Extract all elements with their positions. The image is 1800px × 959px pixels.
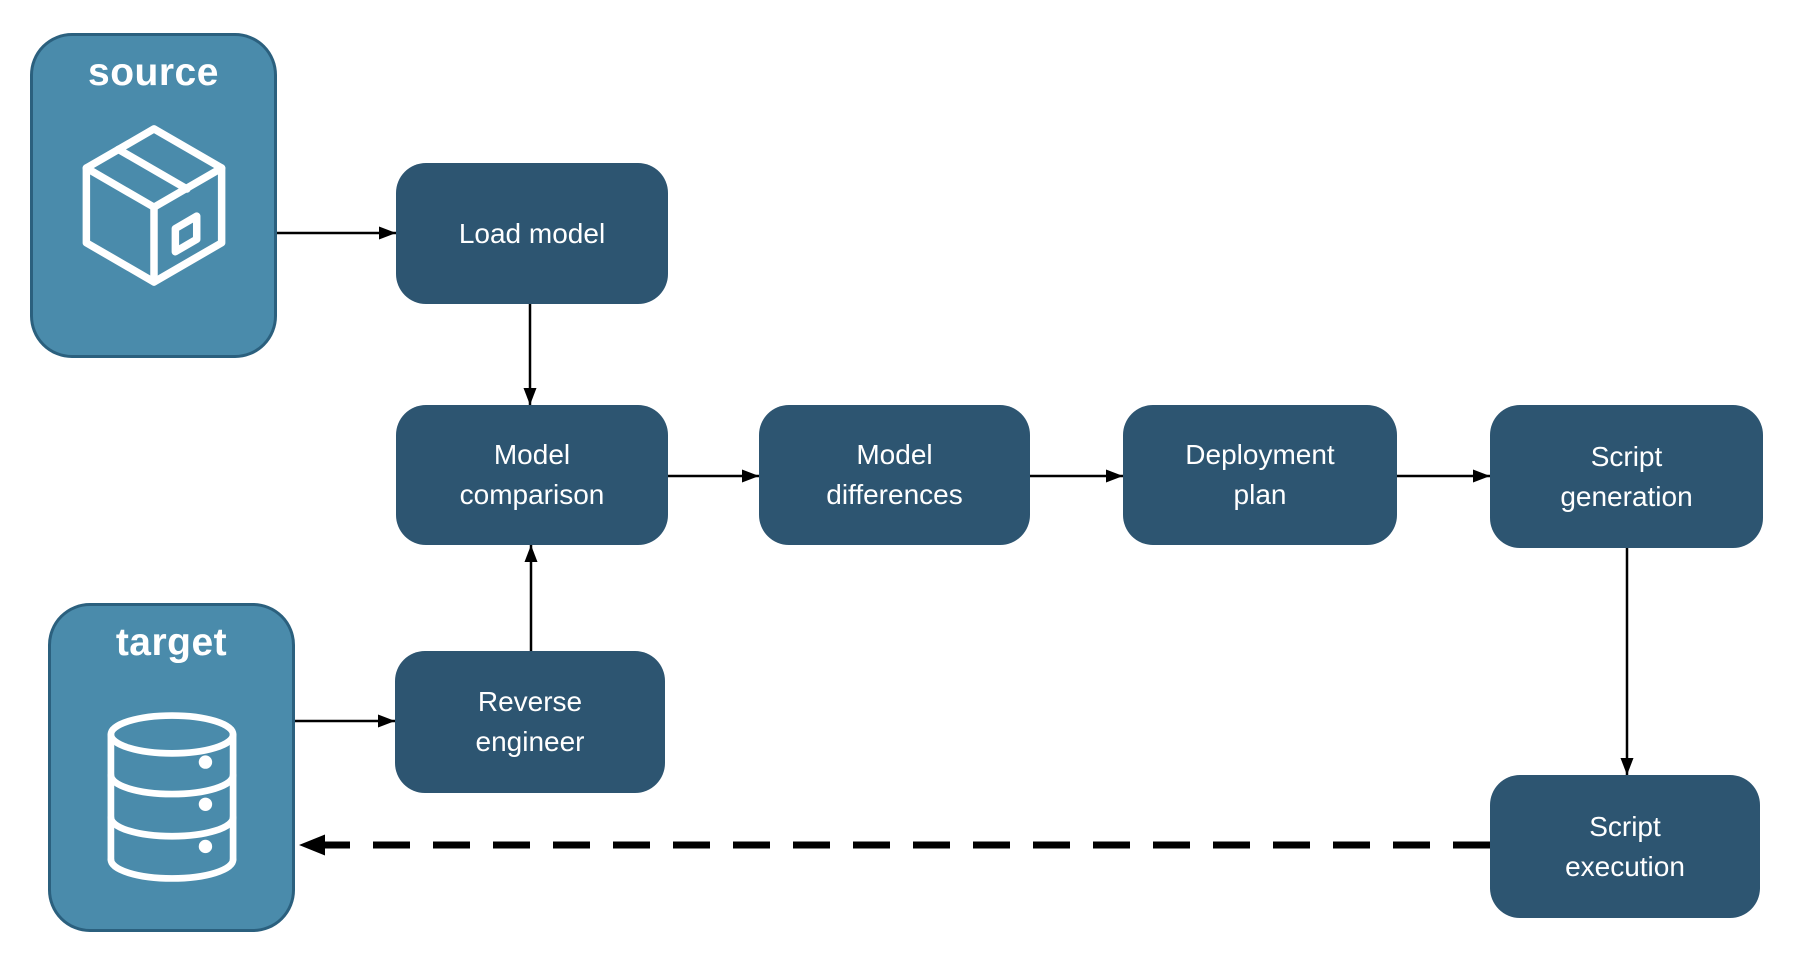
- endpoint-target: target: [48, 603, 295, 932]
- step-label: Reverse engineer: [475, 686, 585, 757]
- step-label: Script generation: [1560, 440, 1693, 512]
- target-icon-area: [51, 665, 292, 929]
- step-reverse-engineer: Reverse engineer: [395, 651, 665, 793]
- endpoint-source: source: [30, 33, 277, 358]
- step-load-model: Load model: [396, 163, 668, 304]
- step-label: Load model: [458, 217, 606, 249]
- step-label: Deployment plan: [1185, 439, 1335, 510]
- step-model-differences: Model differences: [759, 405, 1030, 545]
- step-label: Model comparison: [459, 439, 605, 510]
- database-icon: [107, 712, 236, 882]
- step-script-generation: Script generation: [1490, 405, 1763, 548]
- step-label: Script execution: [1565, 810, 1685, 882]
- source-label: source: [88, 51, 219, 94]
- step-label: Model differences: [826, 439, 963, 510]
- step-deployment-plan: Deployment plan: [1123, 405, 1397, 545]
- step-model-comparison: Model comparison: [396, 405, 668, 545]
- source-icon-area: [33, 95, 274, 355]
- target-label: target: [115, 621, 228, 664]
- package-box-icon: [82, 125, 225, 286]
- step-script-execution: Script execution: [1490, 775, 1760, 918]
